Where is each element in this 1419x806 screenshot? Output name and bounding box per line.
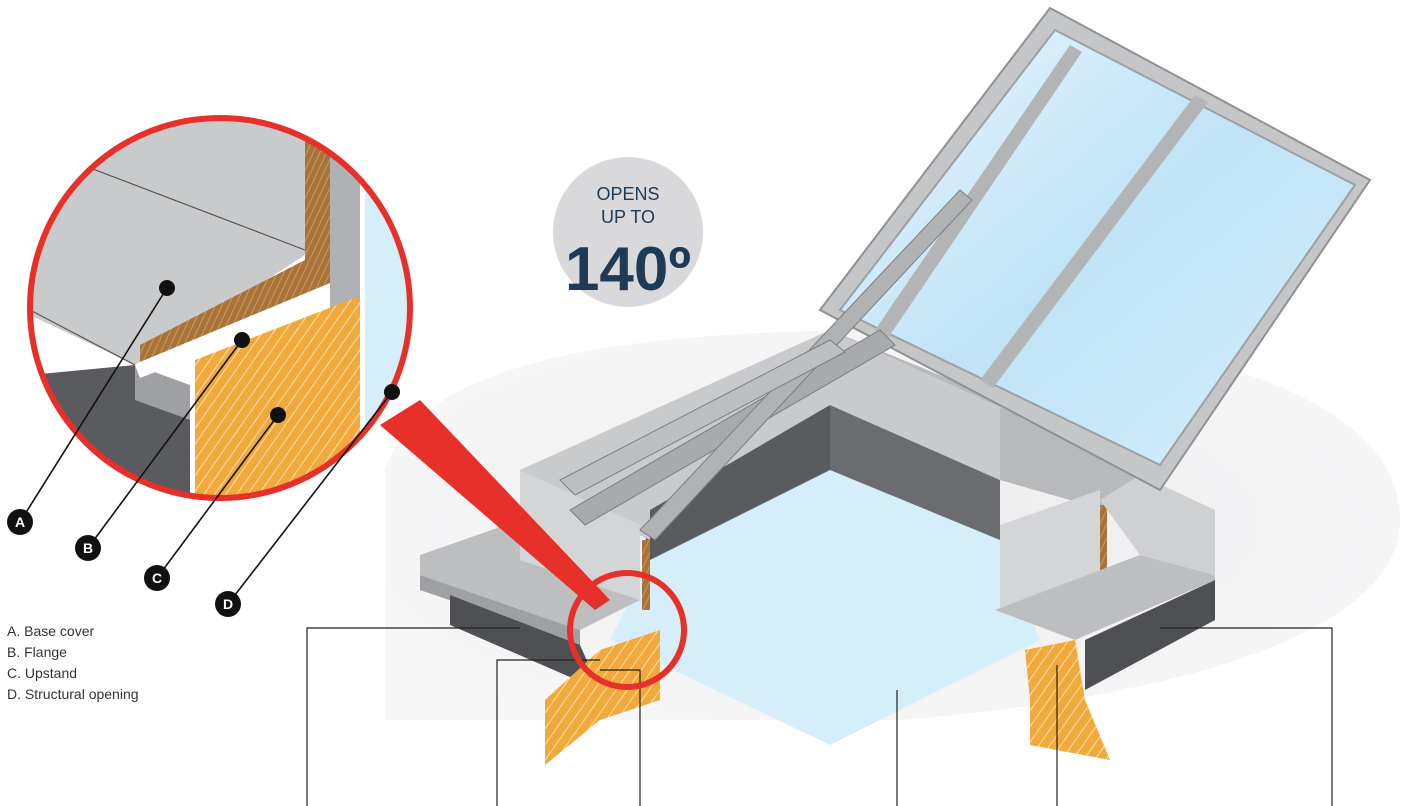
lid-bar-2 [980, 95, 1208, 388]
support-arm-3 [559, 339, 846, 496]
marker-d: D [215, 591, 241, 617]
legend-item-structural-opening: D. Structural opening [7, 686, 139, 702]
marker-c-label: C [152, 570, 162, 586]
leader-lines [306, 627, 1333, 806]
marker-b: B [75, 535, 101, 561]
pointer-dot-d [384, 384, 400, 400]
legend-item-upstand: C. Upstand [7, 665, 78, 681]
upstand-hatch-right [1025, 640, 1110, 760]
component-legend: A. Base cover B. Flange C. Upstand D. St… [7, 621, 139, 705]
upstand-back-wall [830, 330, 1140, 520]
base-shadow-left [450, 595, 600, 690]
zoom-callout-wedge [380, 400, 610, 610]
zoom-target-circle [567, 570, 687, 690]
base-cover-left-front [420, 575, 580, 645]
base-cover-left [420, 520, 640, 630]
detail-magnifier [30, 118, 410, 498]
upstand-inner-wall-right [830, 405, 1000, 540]
base-shadow-right [1085, 580, 1215, 690]
opening-angle-badge: OPENS UP TO 140º [553, 157, 703, 307]
base-cover-right [995, 555, 1215, 640]
marker-leaders [19, 287, 393, 605]
marker-b-label: B [83, 540, 93, 556]
lid-bar-1 [875, 45, 1082, 338]
detail-magnifier-border [27, 115, 413, 501]
insulation-right [1100, 505, 1107, 575]
marker-d-label: D [223, 596, 233, 612]
base-cover-right-top [1100, 475, 1215, 575]
marker-a-label: A [15, 514, 25, 530]
marker-c: C [144, 565, 170, 591]
marker-a: A [7, 509, 33, 535]
badge-angle: 140º [565, 235, 691, 304]
badge-line-1: OPENS [596, 184, 659, 204]
structural-opening-floor [610, 470, 1040, 745]
pointer-dot-b [234, 332, 250, 348]
pointer-dot-a [159, 280, 175, 296]
upstand-hatch-left [545, 630, 660, 765]
legend-item-flange: B. Flange [7, 644, 67, 660]
upstand-inner-wall-left [640, 405, 830, 560]
legend-item-base-cover: A. Base cover [7, 623, 95, 639]
badge-line-2: UP TO [601, 207, 655, 227]
pointer-dot-c [270, 407, 286, 423]
